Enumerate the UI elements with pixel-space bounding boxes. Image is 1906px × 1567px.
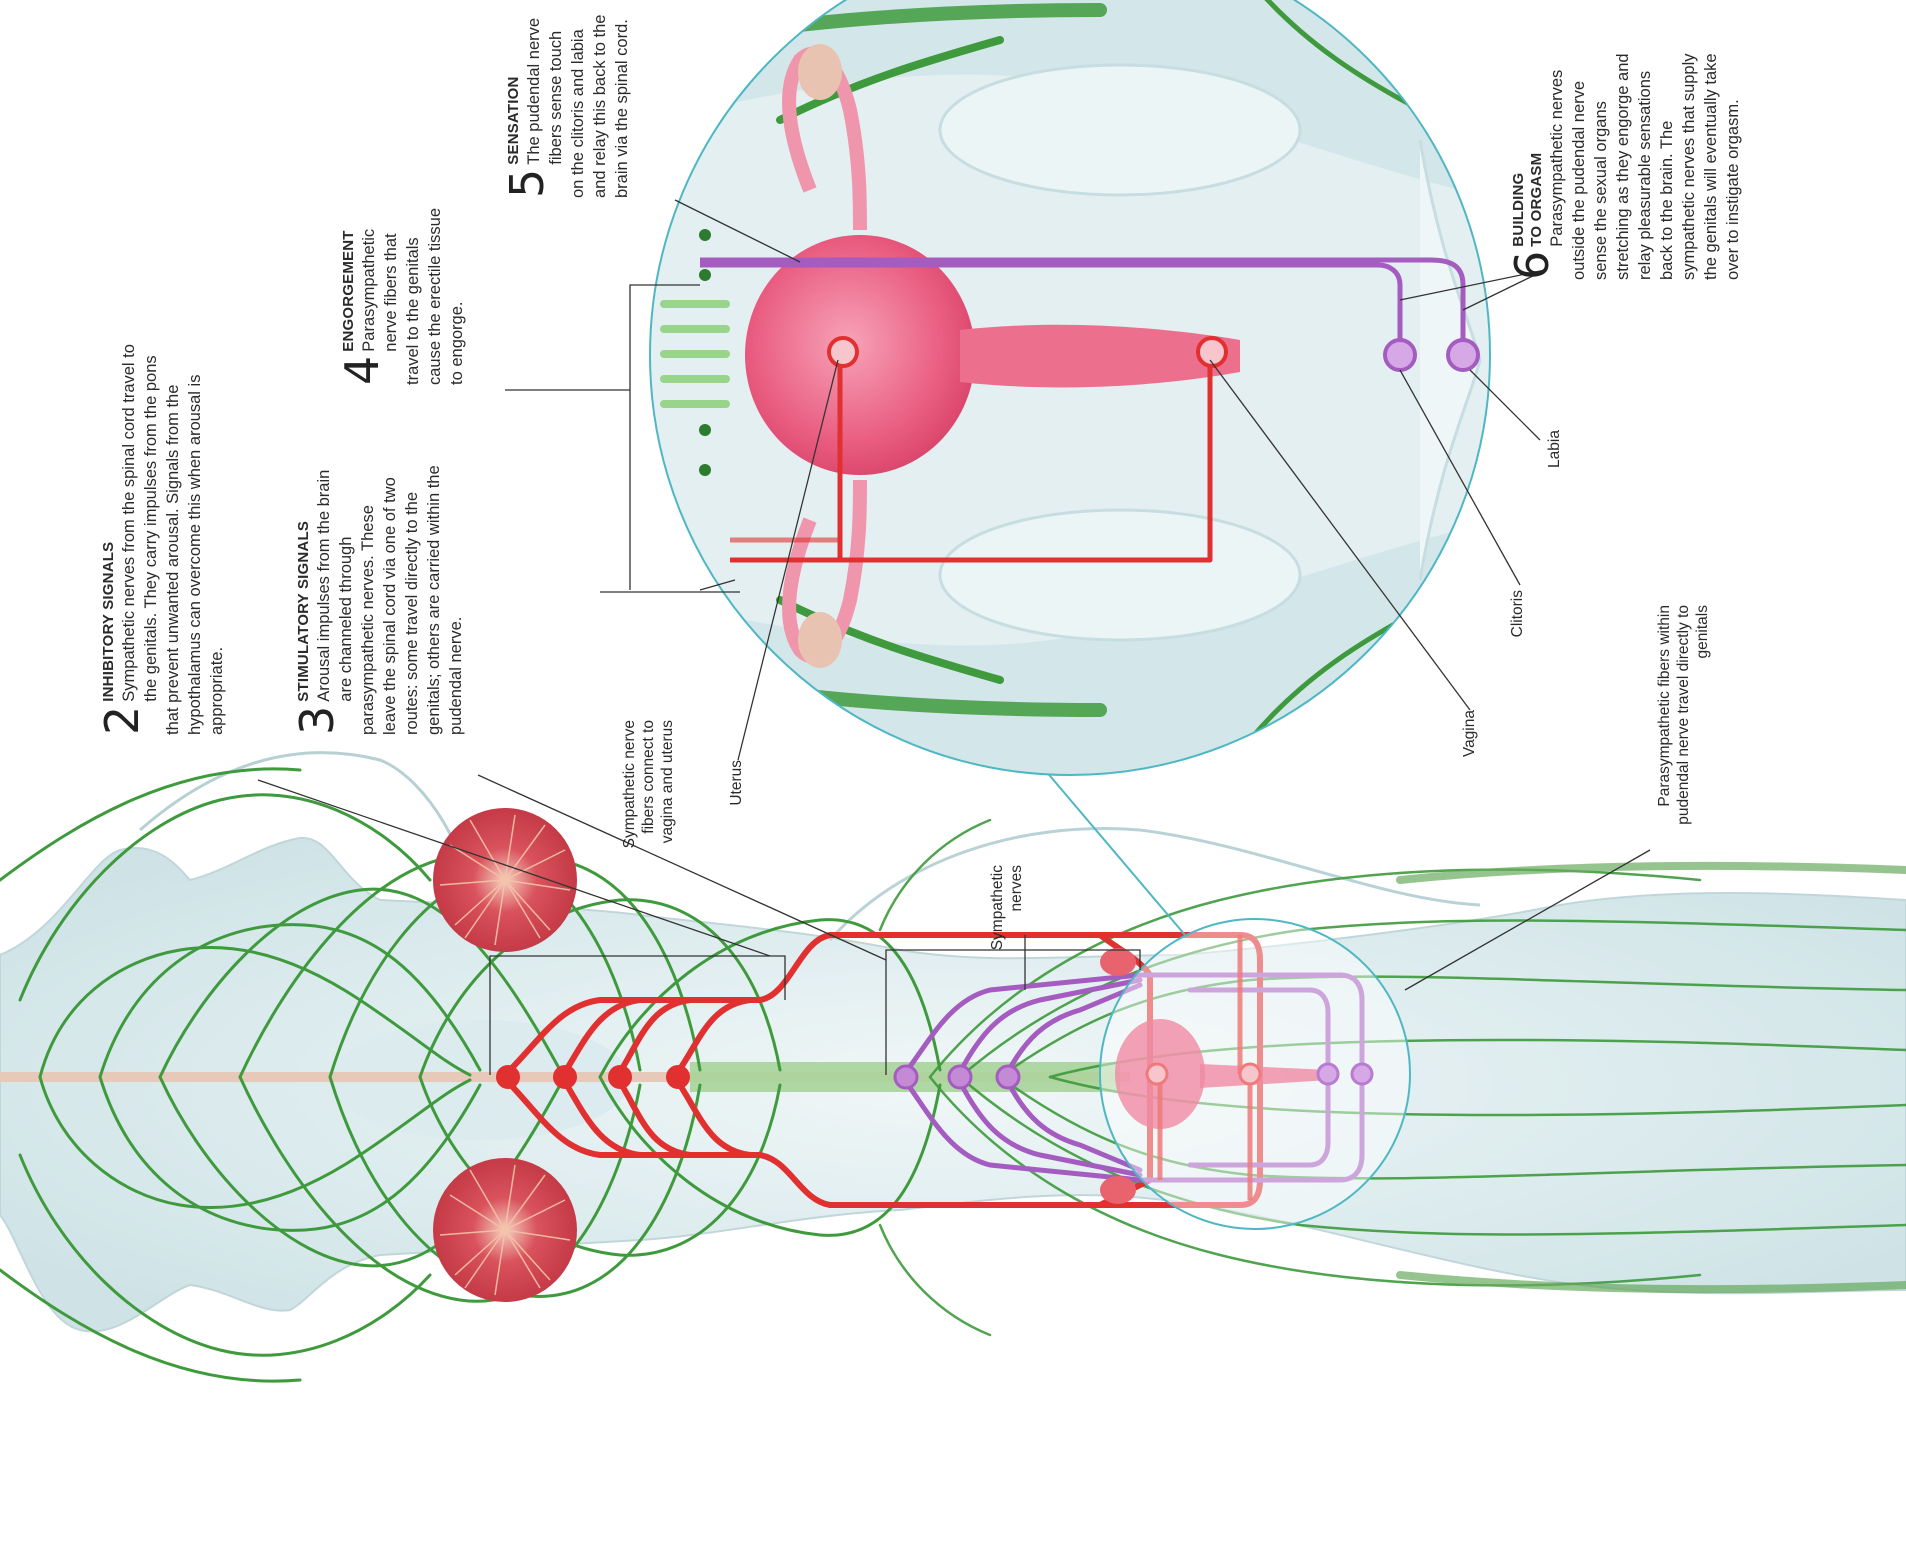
parasympathetic-ganglia	[895, 1066, 1019, 1088]
step-text: Parasympathetic nerves outside the puden…	[1548, 53, 1742, 280]
label-sympathetic-nerves: Sympathetic nerves	[988, 865, 1026, 975]
step-5-sensation: 5 SENSATION The pudendal nerve fibers se…	[505, 8, 633, 198]
label-vagina: Vagina	[1460, 710, 1479, 770]
label-labia: Labia	[1545, 430, 1564, 480]
label-uterus: Uterus	[727, 760, 746, 830]
step-number: 5	[507, 169, 547, 198]
step-number: 4	[342, 356, 382, 385]
step-number: 3	[297, 706, 337, 735]
step-title: STIMULATORY SIGNALS	[295, 465, 313, 735]
label-parasympathetic-fibers: Parasympathetic fibers within pudendal n…	[1655, 605, 1712, 840]
label-sympathetic-fibers: Sympathetic nerve fibers connect to vagi…	[620, 720, 677, 860]
genital-magnifier	[640, 0, 1500, 780]
step-number: 2	[102, 706, 142, 735]
step-text: Arousal impulses from the brain are chan…	[315, 465, 465, 735]
step-number: 6	[1512, 251, 1552, 280]
step-title-line2: TO ORGASM	[1528, 35, 1546, 280]
label-clitoris: Clitoris	[1508, 590, 1527, 660]
step-title-line1: BUILDING	[1510, 35, 1528, 280]
step-4-engorgement: 4 ENGORGEMENT Parasympathetic nerve fibe…	[340, 200, 468, 385]
step-3-stimulatory: 3 STIMULATORY SIGNALS Arousal impulses f…	[295, 465, 467, 735]
magnifier-connector	[1045, 770, 1185, 935]
step-text: Sympathetic nerves from the spinal cord …	[120, 344, 226, 735]
step-2-inhibitory: 2 INHIBITORY SIGNALS Sympathetic nerves …	[100, 325, 228, 735]
pelvis-region	[1100, 919, 1410, 1229]
step-title: INHIBITORY SIGNALS	[100, 325, 118, 735]
